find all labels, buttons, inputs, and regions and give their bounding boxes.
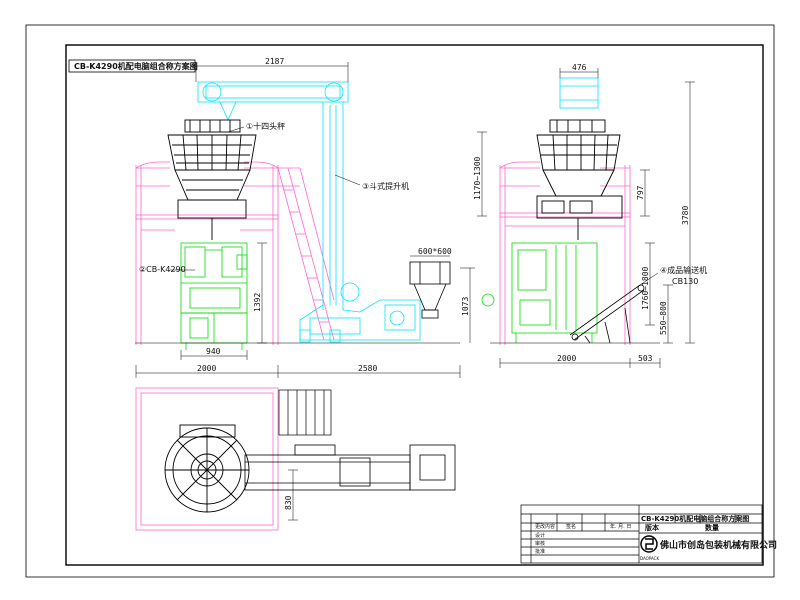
title-block-date: 年. 月. 日 — [610, 523, 631, 530]
title-box — [68, 59, 196, 73]
title-block-review: 审核 — [535, 540, 545, 547]
dim-weigher-range: 1170~1300 — [473, 156, 482, 200]
title-block-qty: 数量 — [705, 523, 719, 532]
callout-leaders — [170, 126, 361, 271]
dim-frame-width-front: 2000 — [197, 364, 216, 373]
dim-infeed-height: 1073 — [461, 297, 470, 316]
packing-machine-front — [180, 242, 248, 350]
side-elevator-top — [559, 77, 599, 109]
dim-machine-height: 1392 — [253, 293, 262, 312]
title-block-change: 更改内容 — [535, 523, 555, 530]
dim-weigher-body: 797 — [636, 185, 645, 200]
company-logo: DAOPACK — [640, 535, 659, 561]
callout-bucket-elevator: ③斗式提升机 — [362, 181, 409, 191]
side-platform — [499, 161, 631, 345]
dim-platform-range: 1760~1800 — [641, 266, 650, 310]
side-dimension-lines — [477, 68, 695, 368]
dim-hopper-width: 476 — [572, 63, 587, 72]
plan-elevator — [244, 444, 456, 491]
logo-text: DAOPACK — [640, 556, 659, 561]
callout-output-conveyor-model: CB130 — [672, 277, 698, 286]
title-block-sign: 签名 — [566, 523, 576, 530]
front-dimension-lines — [135, 62, 475, 378]
front-view: 2187 940 2000 2580 1392 1073 600*600 ①十四… — [135, 57, 475, 378]
title-block-main: CB-K4290机配电脑组合称方案图 — [641, 514, 749, 523]
dim-conveyor-ext: 503 — [638, 354, 653, 363]
callout-packing-machine: ②CB-K4290 — [139, 265, 186, 274]
callout-leader-conveyor — [639, 272, 659, 286]
plan-view: 830 — [135, 387, 456, 531]
title-block: CB-K4290机配电脑组合称方案图 版本 数量 更改内容 签名 年. 月. 日… — [520, 504, 777, 564]
inner-border — [65, 44, 764, 566]
weigher-front — [167, 119, 257, 240]
callout-output-conveyor: ④成品输送机 — [660, 265, 707, 275]
dim-elevator-width: 2187 — [265, 57, 284, 66]
side-view: 476 2000 503 1170~1300 797 1760~1800 550… — [473, 63, 707, 368]
drawing-title: CB-K4290机配电脑组合称方案图 — [74, 61, 198, 71]
plan-dimension-lines — [288, 469, 298, 521]
title-block-approve: 批准 — [535, 548, 545, 555]
dim-conveyor-range: 550~800 — [659, 301, 668, 335]
dim-machine-width: 940 — [206, 347, 221, 356]
callout-multihead-weigher: ①十四头秤 — [246, 121, 285, 131]
outer-border — [25, 24, 775, 578]
title-block-design: 设计 — [535, 532, 545, 539]
infeed-hopper — [409, 261, 451, 319]
dim-total-height: 3780 — [681, 206, 690, 225]
plan-platform — [135, 387, 279, 531]
plan-weigher — [164, 424, 250, 513]
front-platform — [135, 161, 335, 345]
output-conveyor — [569, 284, 645, 344]
title-block-version: 版本 — [645, 523, 659, 532]
packing-machine-side — [481, 242, 598, 343]
dim-plan-offset: 830 — [284, 495, 293, 510]
plan-stairs — [278, 389, 332, 436]
company-name: 佛山市创岛包装机械有限公司 — [659, 539, 777, 551]
bucket-elevator-front — [197, 81, 421, 343]
weigher-side — [536, 119, 623, 240]
dim-infeed: 600*600 — [418, 247, 452, 256]
dim-elevator-run: 2580 — [358, 364, 377, 373]
dim-frame-width-side: 2000 — [557, 354, 576, 363]
